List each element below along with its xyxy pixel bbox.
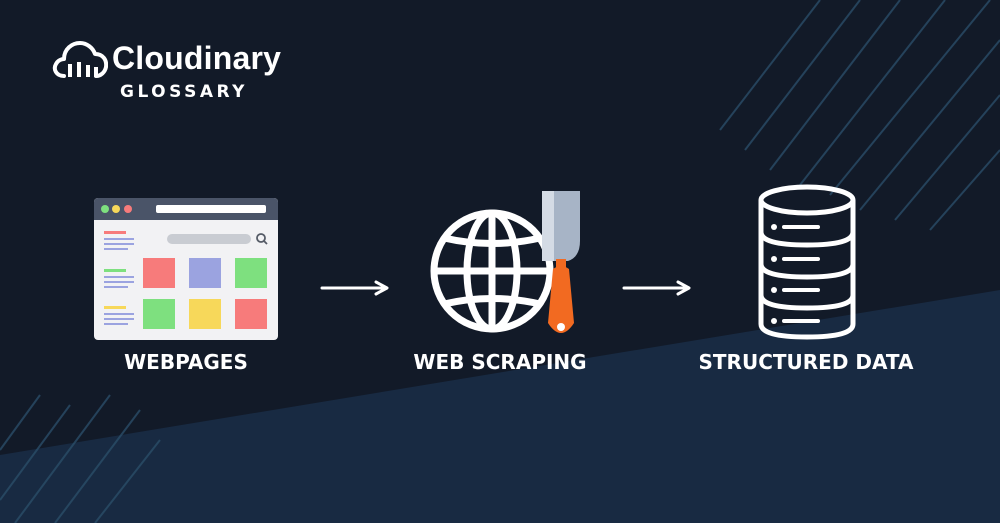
arrow-right-icon [320,280,389,296]
database-icon [758,184,856,340]
webpage-icon [94,198,278,340]
globe-scraper-icon [430,191,580,333]
brand-subtitle: GLOSSARY [120,82,248,102]
stage-label-web-scraping: WEB SCRAPING [413,350,587,374]
arrow-right-icon [622,280,691,296]
stage-label-webpages: WEBPAGES [124,350,248,374]
brand-name: Cloudinary [112,40,282,76]
stage-label-structured-data: STRUCTURED DATA [698,350,914,374]
lower-panel [0,290,1000,523]
cloud-logo-icon [52,41,108,78]
brand-logo: Cloudinary GLOSSARY [52,40,292,110]
